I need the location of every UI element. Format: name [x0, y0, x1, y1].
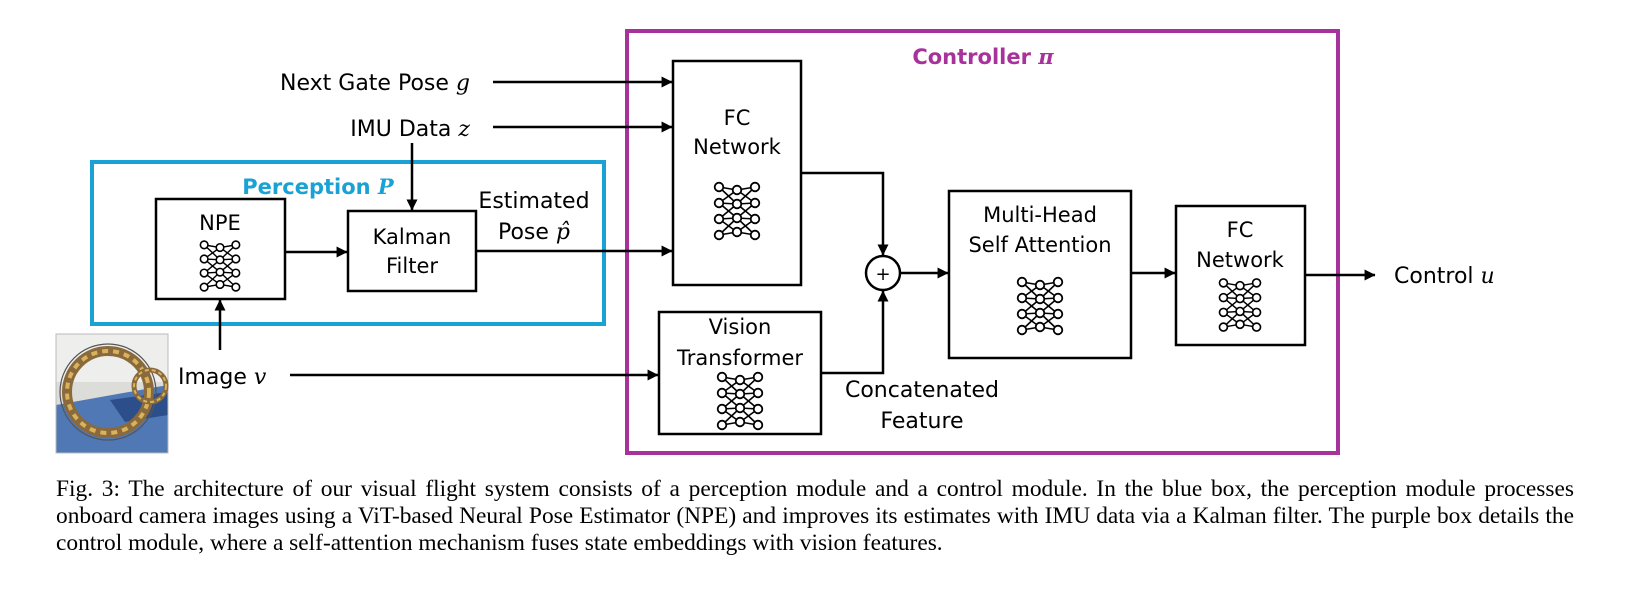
multi-head-self-attention-block: Multi-Head Self Attention — [947, 189, 1133, 360]
feature-label: Feature — [880, 409, 963, 434]
concat-sum-node: + — [864, 254, 902, 292]
svg-text:Kalman: Kalman — [373, 225, 452, 249]
controller-title: Controller π — [912, 44, 1054, 69]
arrow-fc-to-sum — [801, 171, 889, 256]
kalman-filter-block: Kalman Filter — [346, 209, 478, 293]
svg-text:Network: Network — [693, 135, 782, 159]
svg-text:NPE: NPE — [199, 211, 241, 235]
svg-text:Transformer: Transformer — [676, 346, 803, 370]
svg-text:+: + — [875, 264, 890, 285]
control-output-label: Control u — [1394, 264, 1495, 289]
svg-text:Filter: Filter — [386, 254, 438, 278]
svg-text:Vision: Vision — [709, 315, 772, 339]
controller-box — [625, 29, 1340, 455]
fc-network-block-1: FC Network — [671, 59, 803, 287]
npe-block: NPE — [154, 197, 287, 301]
pose-label: Pose p̂ — [498, 220, 570, 245]
next-gate-pose-label: Next Gate Pose g — [280, 71, 470, 96]
svg-text:FC: FC — [724, 106, 751, 130]
svg-text:Multi-Head: Multi-Head — [983, 203, 1097, 227]
svg-text:Network: Network — [1196, 248, 1285, 272]
perception-box — [90, 160, 606, 326]
image-label: Image v — [178, 365, 267, 390]
perception-title: Perception P — [242, 174, 395, 199]
drone-gate-photo — [55, 333, 169, 454]
architecture-diagram: Controller π Perception P Next Gate Pose… — [55, 29, 1495, 455]
concatenated-label: Concatenated — [845, 378, 999, 403]
figure-caption: Fig. 3: The architecture of our visual f… — [56, 476, 1574, 556]
vision-transformer-block: Vision Transformer — [657, 310, 823, 436]
arrow-vit-to-sum — [821, 290, 889, 375]
estimated-label: Estimated — [478, 189, 589, 214]
svg-text:FC: FC — [1227, 218, 1254, 242]
svg-text:Self Attention: Self Attention — [968, 233, 1111, 257]
fc-network-block-2: FC Network — [1174, 204, 1307, 347]
imu-data-label: IMU Data z — [350, 117, 470, 142]
